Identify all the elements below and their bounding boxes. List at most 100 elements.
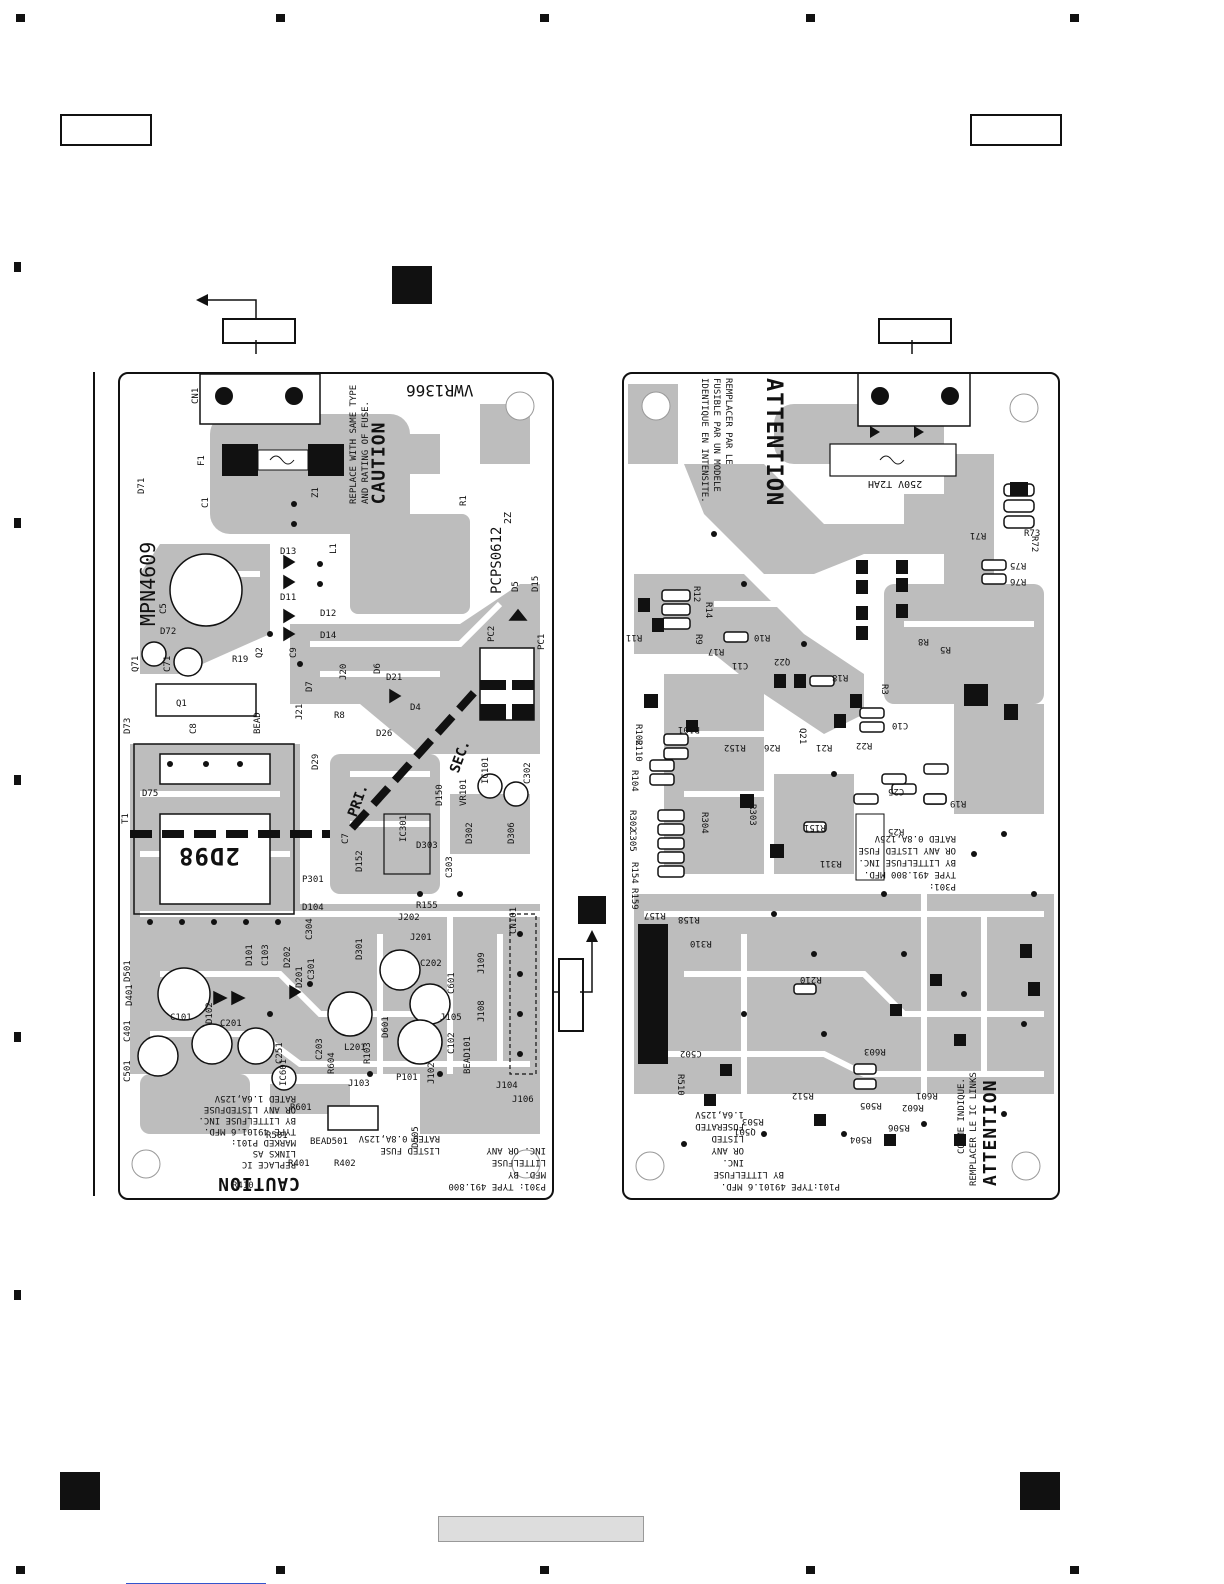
bottom-caution-block: CAUTION REPLACE IC LINKS AS MARKED P101:… [172,1074,302,1194]
edge-mark-bottom-5 [1070,1566,1079,1574]
rlabel-q501: Q501 [734,1126,756,1136]
label-pc1: PC1 [537,633,547,650]
corner-block-bottom-right [1020,1472,1060,1510]
rlabel-r101: R101 [678,724,700,734]
label-d601: D601 [381,1016,391,1038]
label-f1: F1 [197,455,207,466]
rlabel-r302: R302 [627,810,637,832]
label-j20: J20 [339,663,349,680]
rlabel-r151: R151 [804,822,826,832]
edge-mark-top-1 [16,14,25,22]
section-marker-top [392,266,432,304]
edge-mark-left-5 [14,1290,21,1300]
bottom-caution-line-2: LINKS AS [252,1148,296,1158]
connector-cn1-label: CN1 [191,387,201,404]
caution-text-1: REPLACE WITH SAME TYPE [349,384,359,504]
rlabel-r75: R75 [1010,560,1027,570]
attention-bottom-line-2: COMME INDIQUE. [957,1078,967,1154]
label-r604: R604 [327,1052,337,1074]
label-r401: R401 [288,1159,310,1169]
label-d29: D29 [311,753,321,770]
label-d301: D301 [355,938,365,960]
label-d201: D201 [295,966,305,988]
attention-bottom-line-1: REMPLACER LE IC LINKS [969,1072,979,1186]
rlabel-c10: C10 [892,720,909,730]
p301-line-4: OR ANY LISTED FUSE [858,845,956,855]
label-c501: C501 [123,1060,133,1082]
rlabel-r22: R22 [856,740,873,750]
board-rev: 2Z [503,511,514,524]
label-d101: D101 [245,944,255,966]
rlabel-r3: R3 [879,684,889,695]
label-d303: D303 [416,841,438,851]
p301-line-2: TYPE 491.800 MFD. [863,869,956,879]
label-c102: C102 [447,1032,457,1054]
label-bead: BEAD [253,712,263,734]
label-d102: D102 [205,1002,215,1024]
part-number: VWR1366 [406,381,474,400]
board-code: PCPS0612 [489,526,505,594]
label-d15: D15 [531,575,541,592]
label-d4: D4 [410,703,421,713]
p101-line-7: 1.6A,125V [695,1109,744,1119]
rlabel-r154: R154 [629,862,639,884]
fuse-rating: 250V T2AH [868,478,923,489]
pcb-right-traces [628,374,1054,1181]
edge-mark-top-4 [806,14,815,22]
rlabel-r110: R110 [633,740,643,762]
marking-id: MPN4609 [136,541,160,626]
label-d306: D306 [507,822,517,844]
edge-mark-bottom-1 [16,1566,25,1574]
fuse-note-line-2: MFD. BY [508,1169,546,1179]
section-marker-mid [578,896,606,924]
rlabel-c305: C305 [627,830,637,852]
label-j104: J104 [496,1081,518,1091]
label-vr101: VR101 [459,778,469,806]
label-t1: T1 [121,813,131,824]
fuse-note-line-4: INC. OR ANY [486,1145,546,1155]
rlabel-r5: R5 [940,644,951,654]
bottom-caution-line-4: TYPE 49101.6 MFD. [203,1126,296,1136]
label-r8: R8 [334,711,345,721]
bottom-caution-line-6: OR ANY LISTEDFUSE [203,1104,296,1114]
label-j103: J103 [348,1079,370,1089]
fuse-note-block: P301: TYPE 491.800 MFD. BY LITTELFUSE IN… [358,1094,550,1194]
label-r601: R601 [290,1103,312,1113]
p101-line-3: INC. [722,1157,744,1167]
edge-mark-bottom-4 [806,1566,815,1574]
fuse-note-line-5: LISTED FUSE [380,1145,440,1155]
label-r19: R19 [232,655,249,665]
transformer-label: 2D98 [178,842,240,870]
rlabel-r304: R304 [699,812,709,834]
label-j105: J105 [440,1013,462,1023]
rlabel-r25: R25 [888,826,905,836]
rlabel-r504: R504 [850,1134,872,1144]
label-d21: D21 [386,673,403,683]
fuse-note-line-6: RATED 0.8A,125V [358,1133,440,1143]
label-j109: J109 [477,952,487,974]
connector-cn101-label: CN101 [509,906,519,934]
rlabel-r310: R310 [690,938,712,948]
label-j21: J21 [295,703,305,720]
p101-line-4: OR ANY [711,1145,744,1155]
label-l1: L1 [329,543,339,554]
label-d75: D75 [142,789,159,799]
rlabel-r18: R18 [832,672,849,682]
label-d152: D152 [355,850,365,872]
label-c201: C201 [220,1019,242,1029]
connector-callout-side [558,958,584,1032]
p101-line-2: BY LITTELFUSE [713,1169,784,1179]
corner-block-bottom-left [60,1472,100,1510]
label-c5: C5 [159,603,169,614]
label-r402: R402 [334,1159,356,1169]
p101-note-block: P101:TYPE 49101.6 MFD. BY LITTELFUSE INC… [664,1094,844,1194]
label-c9: C9 [289,647,299,658]
rlabel-r19: R19 [950,798,967,808]
label-ic301: IC301 [399,814,409,842]
label-c202: C202 [420,959,442,969]
rlabel-r8: R8 [918,636,929,646]
label-c7: C7 [341,833,351,844]
label-j201: J201 [410,933,432,943]
fuse-note-line-3: LITTELFUSE [491,1157,546,1167]
